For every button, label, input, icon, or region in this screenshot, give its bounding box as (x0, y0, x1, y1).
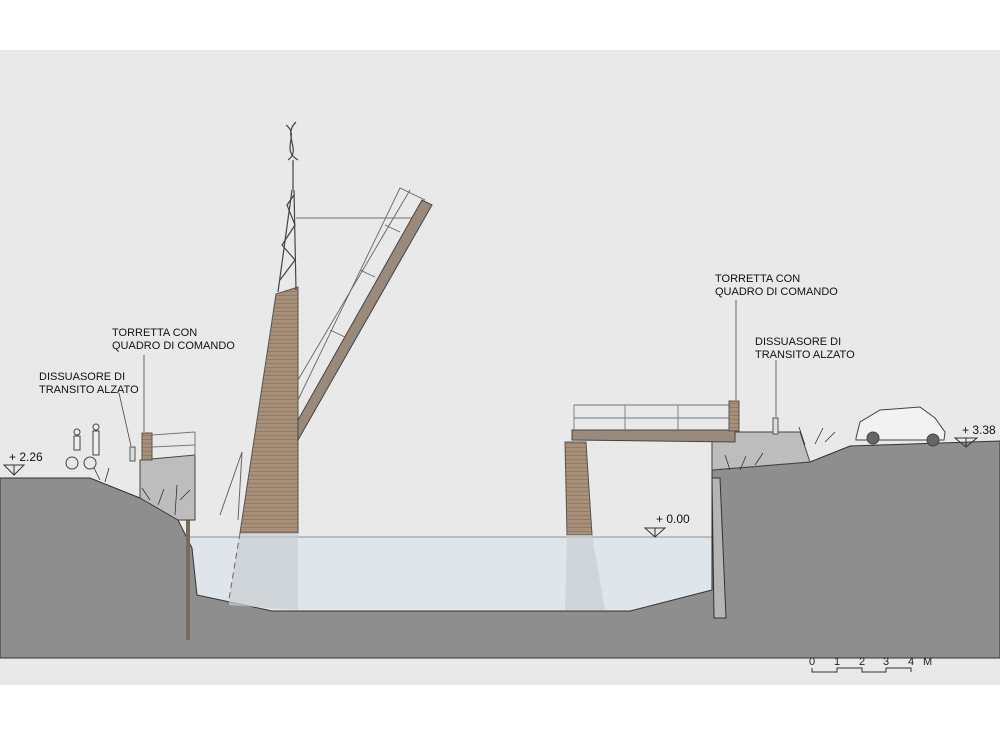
fixed-deck (571, 429, 736, 443)
raised-deck-railing (297, 187, 426, 401)
level-water: + 0.00 (656, 512, 690, 526)
scale-bar (811, 667, 912, 673)
right-abutment (711, 431, 811, 471)
left-bollard (129, 446, 136, 462)
label-right-control-tower: TORRETTA CON QUADRO DI COMANDO (715, 273, 838, 299)
label-line: TORRETTA CON (715, 273, 801, 285)
right-bollard (772, 417, 779, 435)
left-control-tower (141, 432, 153, 461)
label-line: QUADRO DI COMANDO (112, 340, 235, 352)
right-sheet-pile (711, 477, 727, 619)
right-control-tower (728, 400, 740, 432)
label-left-control-tower: TORRETTA CON QUADRO DI COMANDO (112, 327, 235, 353)
label-line: DISSUASORE DI (39, 371, 126, 383)
scale-tick-3: 3 (883, 656, 890, 668)
label-right-bollard: DISSUASORE DI TRANSITO ALZATO (755, 336, 855, 362)
left-railing (151, 431, 196, 456)
shrubs (93, 426, 836, 516)
scale-tick-4: 4 (908, 656, 915, 668)
leader-lines (118, 300, 777, 447)
right-pier-foundation (565, 535, 605, 610)
scale-tick-2: 2 (859, 656, 866, 668)
label-line: QUADRO DI COMANDO (715, 286, 838, 298)
level-left-bank: + 2.26 (9, 450, 43, 464)
raised-deck (297, 199, 433, 442)
scale-tick-1: 1 (834, 656, 841, 668)
left-abutment (139, 454, 196, 521)
main-tower-foundation (228, 533, 298, 610)
car-icon (855, 406, 946, 447)
label-line: TRANSITO ALZATO (755, 349, 855, 361)
level-right-bank: + 3.38 (962, 423, 996, 437)
label-line: TRANSITO ALZATO (39, 384, 139, 396)
level-markers (2, 437, 979, 538)
scale-tick-0: 0 (809, 656, 816, 668)
label-line: TORRETTA CON (112, 327, 198, 339)
fixed-deck-railing (573, 404, 730, 430)
cyclists-icon (65, 423, 100, 470)
label-left-bollard: DISSUASORE DI TRANSITO ALZATO (39, 371, 139, 397)
lower-railing (219, 451, 243, 521)
label-line: DISSUASORE DI (755, 336, 842, 348)
mast (277, 121, 420, 293)
scale-unit: M (923, 656, 933, 668)
